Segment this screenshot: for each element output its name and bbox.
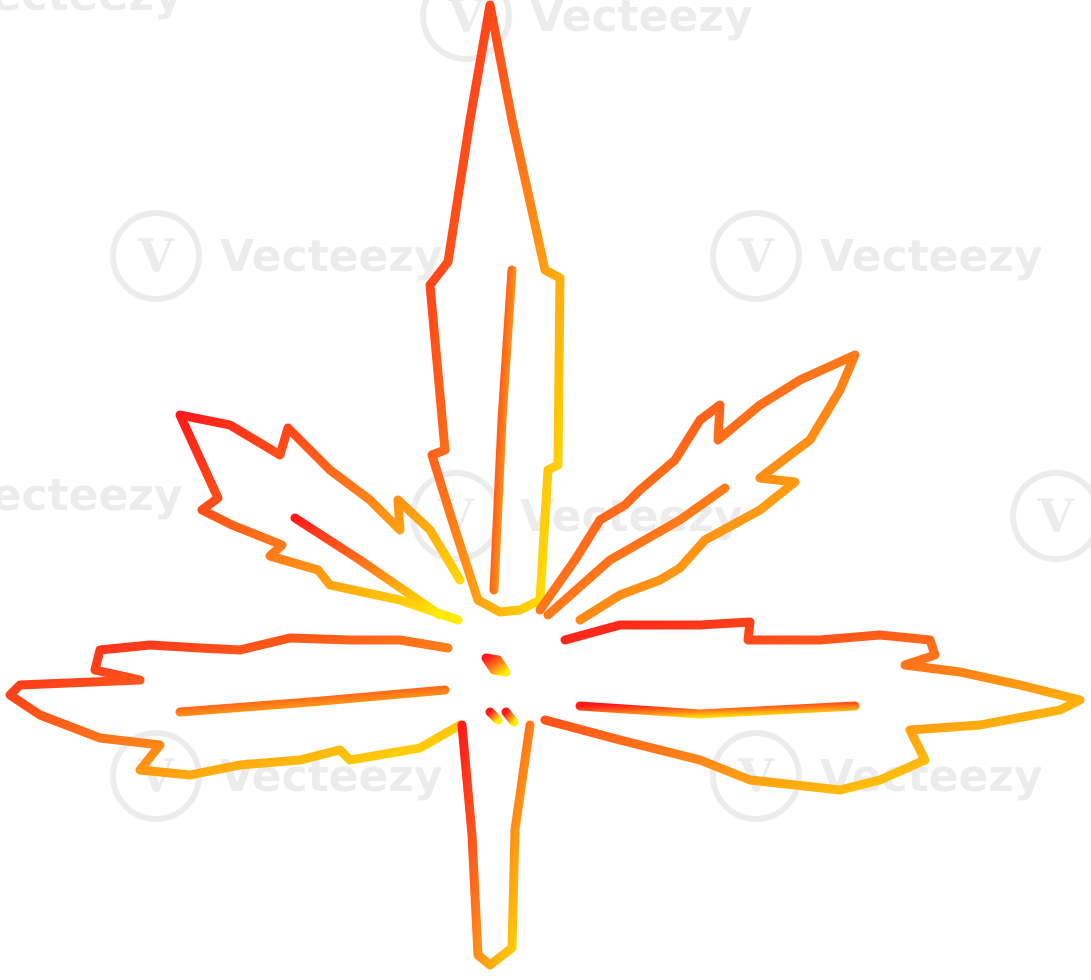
watermark-text: Vecteezy <box>820 230 1043 282</box>
watermark-logo-icon: V <box>1010 470 1091 562</box>
leaf-blade-right <box>540 617 1085 795</box>
watermark-logo-icon: V <box>710 210 802 302</box>
watermark-text: Vecteezy <box>0 470 183 521</box>
watermark: Vecteezy <box>0 470 183 521</box>
leaf-center-mark <box>481 653 511 677</box>
watermark-text: Vecteezy <box>820 750 1043 802</box>
leaf-vein-left <box>175 685 450 717</box>
watermark-logo-icon: V <box>110 210 202 302</box>
leaf-blade-upper-left <box>175 410 465 625</box>
watermark-text: Vecteezy <box>530 0 753 42</box>
leaf-center-mark <box>485 707 503 725</box>
leaf-center-mark <box>501 707 519 727</box>
watermark-logo-icon: V <box>420 0 512 62</box>
leaf-vein-top <box>489 265 517 595</box>
watermark: V Vecteezy <box>110 210 443 302</box>
watermark: V <box>1010 470 1091 562</box>
leaf-blade-upper-right <box>535 350 860 625</box>
watermark: V Vecteezy <box>710 210 1043 302</box>
leaf-blade-left <box>5 633 465 780</box>
watermark-text: Vecteezy <box>0 0 183 21</box>
watermark: V Vecteezy <box>110 730 443 822</box>
watermark: V Vecteezy <box>420 0 753 62</box>
watermark: Vecteezy <box>0 0 183 21</box>
leaf-vein-right <box>575 701 860 719</box>
leaf-vein-upper-right <box>543 483 730 620</box>
watermark-text: Vecteezy <box>220 230 443 282</box>
leaf-blade-top <box>425 0 565 617</box>
leaf-vein-upper-left <box>290 513 445 620</box>
leaf-stem <box>457 720 535 970</box>
watermark-text: Vecteezy <box>220 750 443 802</box>
